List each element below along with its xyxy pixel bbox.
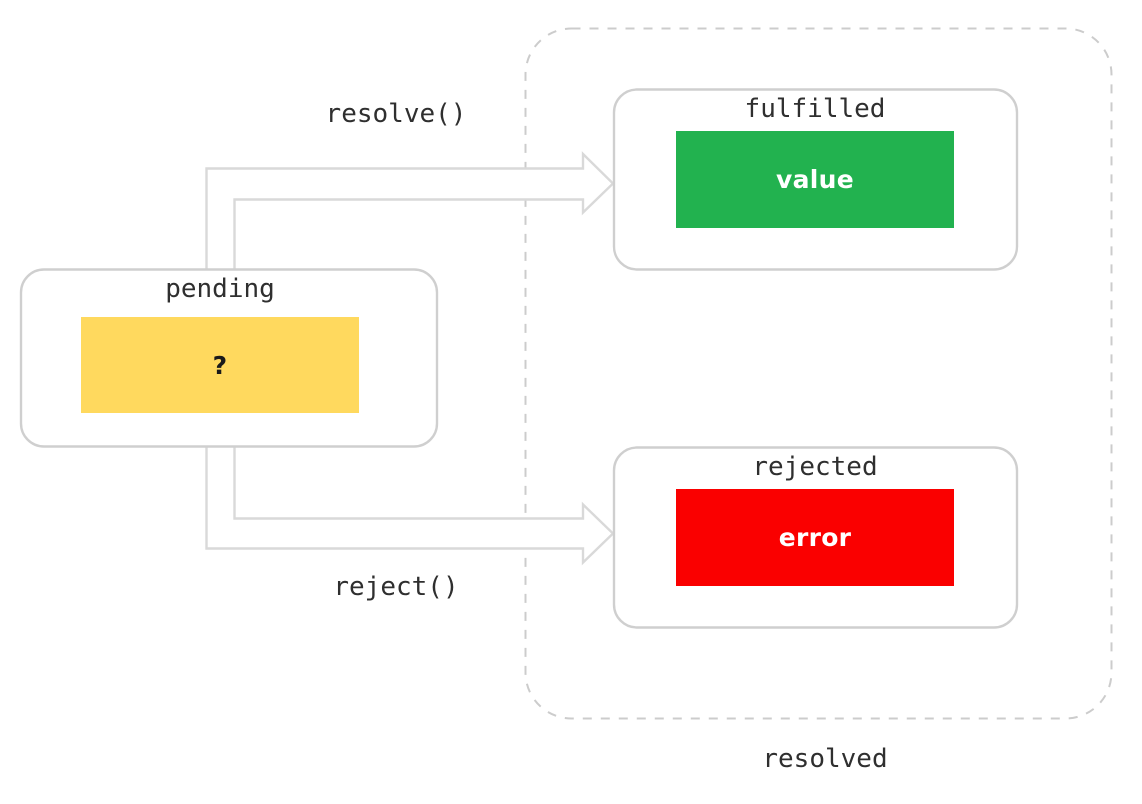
reject-arrow — [205, 413, 615, 566]
pending-payload-label: ? — [212, 350, 228, 380]
rejected-payload-box: error — [676, 489, 954, 586]
resolve-transition-label: resolve() — [325, 99, 467, 129]
pending-payload-box: ? — [81, 317, 359, 413]
pending-state-title: pending — [165, 274, 275, 304]
reject-transition-label: reject() — [333, 572, 459, 602]
fulfilled-payload-box: value — [676, 131, 954, 228]
resolved-group-label: resolved — [762, 744, 888, 774]
rejected-payload-label: error — [778, 523, 852, 552]
resolved-group-container — [524, 27, 1113, 720]
fulfilled-payload-label: value — [776, 165, 854, 194]
rejected-state-title: rejected — [752, 452, 878, 482]
resolve-arrow — [205, 151, 615, 302]
fulfilled-state-title: fulfilled — [744, 94, 886, 124]
